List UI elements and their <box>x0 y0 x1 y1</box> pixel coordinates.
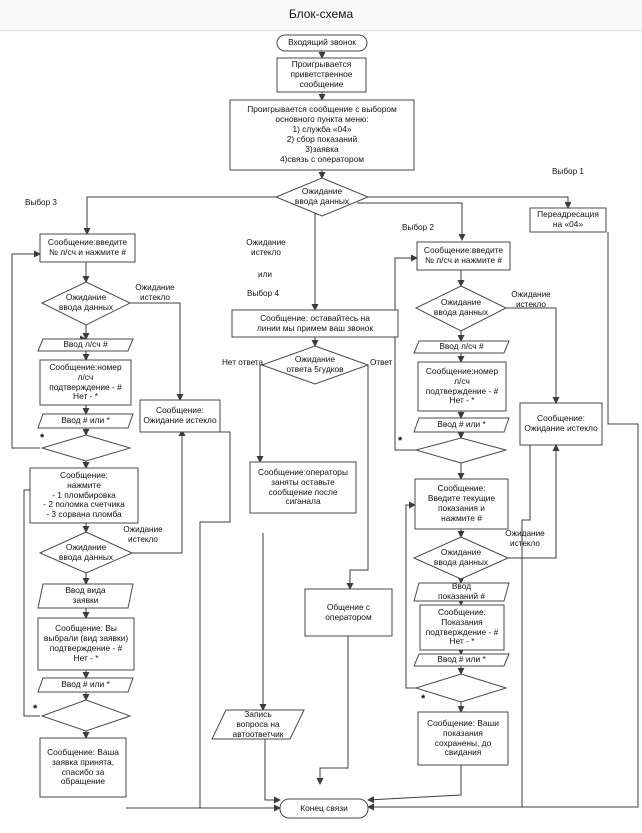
operators-busy-box <box>249 461 357 514</box>
redirect-box <box>529 207 607 233</box>
l-input-hash2-io <box>37 677 134 693</box>
l-enter-acc-box <box>39 233 136 263</box>
r-readings-confirm-box <box>419 604 505 651</box>
expired-r1-label: Ожидание истекло <box>511 290 551 309</box>
r-join2-decision <box>414 673 508 703</box>
choice2-label: Выбор 2 <box>402 223 434 232</box>
r-input-acc-io <box>413 340 510 354</box>
r-join-decision <box>414 437 508 464</box>
expired-l2-label: Ожидание истекло <box>123 525 163 544</box>
menu-box <box>229 99 415 171</box>
l-chosen-box <box>37 617 135 671</box>
l-press-box <box>29 467 139 524</box>
l-input-type-io <box>37 583 134 609</box>
wait-expired-mid-label: Ожидание истекло <box>246 238 286 257</box>
l-input-acc-io <box>37 338 134 352</box>
r-enter-readings-box <box>414 478 509 530</box>
choice1-label: Выбор 1 <box>552 167 584 176</box>
no-answer-label: Нет ответа <box>222 358 264 367</box>
l-accepted-box <box>39 737 127 798</box>
l-confirm-box <box>39 359 132 406</box>
r-enter-acc-box <box>416 241 511 271</box>
wait-5-decision <box>260 345 370 385</box>
end-terminator <box>279 798 369 819</box>
l-wait1-decision <box>40 281 132 326</box>
header-bar: Блок-схема <box>0 0 642 31</box>
r-input-readings-io <box>413 582 510 602</box>
choice3-label: Выбор 3 <box>25 198 57 207</box>
record-input <box>211 709 305 740</box>
r-wait2-decision <box>412 536 510 580</box>
l-input-hash-io <box>37 413 134 429</box>
r-input-hash-io <box>413 417 510 433</box>
r-wait1-decision <box>414 285 508 332</box>
l-join2-decision <box>40 699 132 732</box>
r-confirm-box <box>417 361 507 412</box>
r-input-hash2-io <box>413 653 510 667</box>
expired-l1-label: Ожидание истекло <box>135 283 175 302</box>
loop-star-r2: * <box>421 693 426 705</box>
l-join-decision <box>40 434 132 462</box>
loop-star-r1: * <box>398 435 403 447</box>
r-saved-box <box>417 711 509 766</box>
wait-operator-msg-box <box>231 309 399 338</box>
r-timeout-box <box>519 402 603 446</box>
l-timeout-box <box>139 399 221 433</box>
loop-star-l2: * <box>33 703 38 715</box>
greeting-box <box>276 57 367 93</box>
loop-star-l1: * <box>40 432 45 444</box>
choice4-label: Выбор 4 <box>247 289 279 298</box>
expired-r2-label: Ожидание истекло <box>505 529 545 548</box>
l-wait2-decision <box>38 531 134 574</box>
start-terminator <box>276 34 368 52</box>
or-label: или <box>258 270 272 279</box>
operator-talk-box <box>304 588 393 637</box>
wait-main-decision <box>274 177 370 217</box>
page-title: Блок-схема <box>288 7 354 21</box>
answer-label: Ответ <box>370 358 393 367</box>
